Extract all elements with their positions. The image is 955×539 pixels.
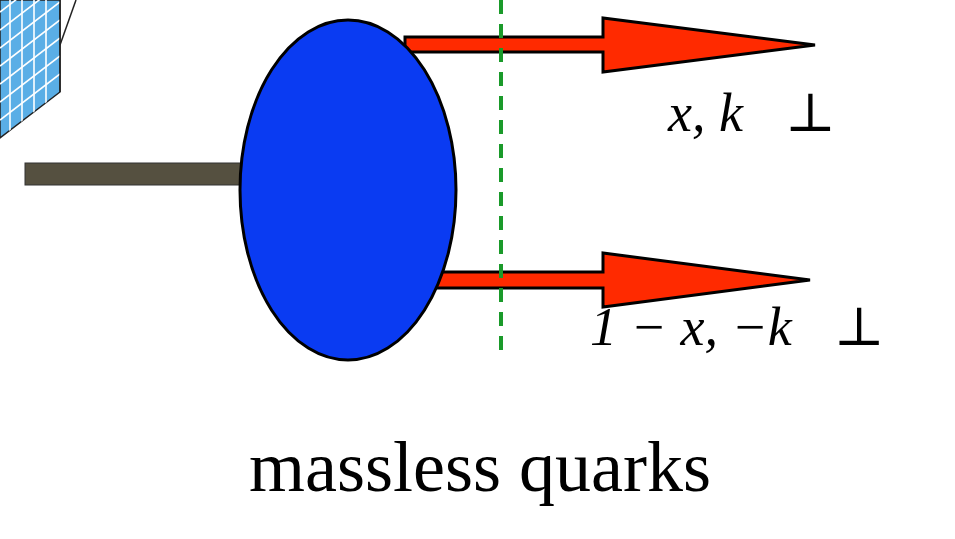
caption: massless quarks [249, 428, 711, 507]
quark-arrow [405, 18, 815, 72]
lattice-bar [25, 163, 243, 185]
wavefunction-blob [240, 20, 456, 360]
lattice [0, 0, 76, 140]
cut-line [499, 0, 503, 356]
momentum-label: x, k⃗⊥ [668, 84, 836, 143]
momentum-label: 1 − x, −k⃗⊥ [590, 298, 885, 357]
